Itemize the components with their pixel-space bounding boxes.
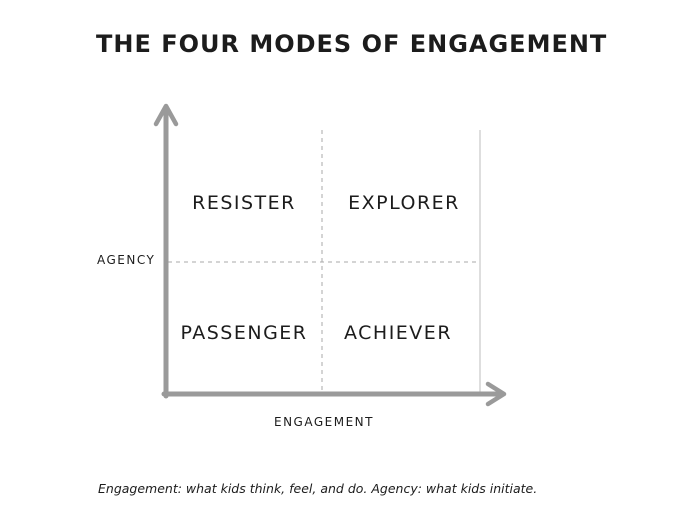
diagram-title: THE FOUR MODES OF ENGAGEMENT (96, 30, 608, 58)
quadrant-label-passenger: PASSENGER (180, 322, 308, 344)
y-axis-label: AGENCY (97, 253, 156, 267)
quadrant-label-resister: RESISTER (192, 192, 296, 214)
caption-note: Engagement: what kids think, feel, and d… (98, 481, 538, 496)
x-axis-label: ENGAGEMENT (274, 415, 374, 429)
quadrant-label-explorer: EXPLORER (348, 192, 460, 214)
x-axis-arrowhead (485, 381, 507, 407)
y-axis-arrowhead (153, 103, 179, 127)
quadrant-label-achiever: ACHIEVER (343, 322, 453, 344)
